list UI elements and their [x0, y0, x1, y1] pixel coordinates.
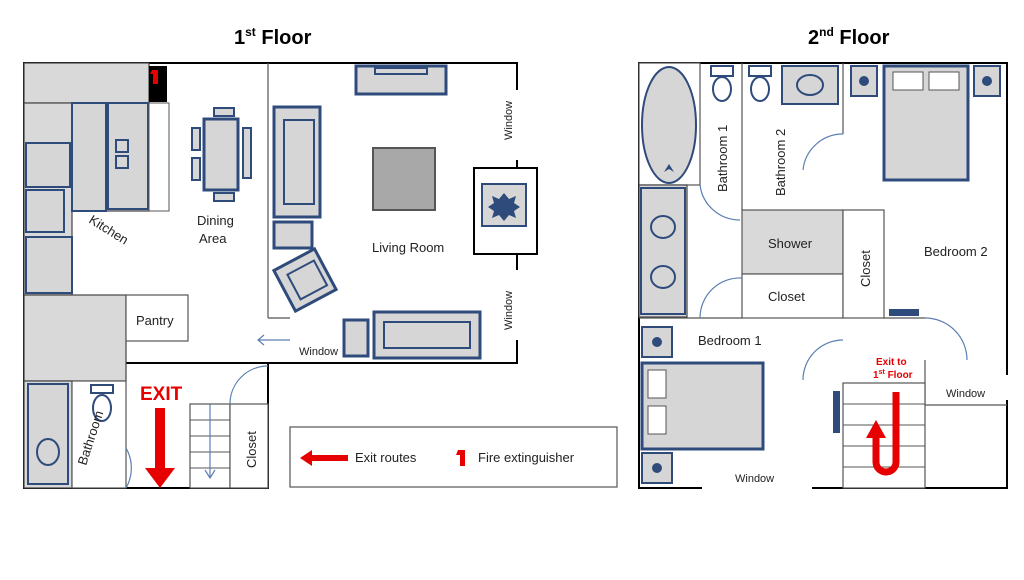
side-table [342, 318, 370, 358]
pillow [892, 71, 924, 91]
lamp [859, 76, 869, 86]
bedroom2-label: Bedroom 2 [924, 244, 988, 259]
bedroom2-dresser [889, 309, 919, 316]
exit-to-label-1: Exit to [876, 357, 907, 368]
closet-door-swing [699, 277, 743, 319]
stove [25, 142, 71, 188]
coffee-table [372, 147, 436, 211]
closet-label: Closet [244, 431, 259, 468]
dining-label-2: Area [199, 231, 227, 246]
lamp [982, 76, 992, 86]
shower-label: Shower [768, 236, 813, 251]
lamp [652, 463, 662, 473]
lamp [652, 337, 662, 347]
living-room-label: Living Room [372, 240, 444, 255]
nightstand [850, 65, 878, 97]
closet-door-swing [229, 365, 269, 405]
closet-2f-upper [842, 209, 885, 319]
toilet [92, 394, 112, 422]
refrigerator [25, 236, 73, 294]
dining-chair [191, 127, 201, 151]
legend: Exit routes Fire extinguisher [289, 426, 618, 488]
toilet-tank [748, 65, 772, 77]
pillow [647, 405, 667, 435]
vanity-sink [650, 265, 676, 289]
kitchen-counter-top [23, 62, 150, 104]
bathroom-sink [36, 438, 60, 466]
dining-table [202, 117, 240, 192]
sofa-cushion [283, 119, 315, 205]
exit-arrow-down [145, 408, 175, 488]
floor2-plan: Bathroom 1 Bathroom 2 Shower Closet Clos… [638, 62, 1008, 489]
exit-u-turn-arrowhead [866, 420, 886, 438]
legend-exit-routes: Exit routes [355, 450, 417, 465]
sink-left [115, 139, 129, 153]
toilet-tank [90, 384, 114, 394]
window-label: Window [503, 101, 515, 140]
dining-chair [242, 127, 252, 179]
window-label: Window [735, 473, 774, 485]
floor1-plan: EXIT Kitchen Dining Area Living Room Pan… [23, 62, 538, 489]
closet-label-upper: Closet [858, 250, 873, 287]
bathroom2-sink [796, 74, 824, 96]
bath2-door-swing [802, 133, 844, 171]
closet-1f [229, 403, 269, 489]
floor2-title: 2nd Floor [808, 25, 890, 49]
pillow [928, 71, 960, 91]
dining-chair [213, 107, 235, 117]
exit-route-arrow-icon [300, 450, 348, 466]
dining-chair [213, 192, 235, 202]
bedroom1-label: Bedroom 1 [698, 333, 762, 348]
double-vanity [640, 187, 686, 315]
toilet-tank [710, 65, 734, 77]
tub-drain [664, 164, 674, 172]
fire-icon [488, 193, 520, 221]
window-label: Window [503, 291, 515, 330]
pantry-label: Pantry [136, 313, 174, 328]
dining-chair [191, 157, 201, 181]
pantry [125, 294, 189, 342]
bathroom-vanity [27, 383, 69, 485]
fire-extinguisher-icon [150, 70, 158, 84]
bathroom-door-swing [125, 447, 132, 489]
bedroom1-dresser [833, 391, 840, 433]
floor1-title: 1st Floor [234, 25, 312, 49]
legend-fire-extinguisher: Fire extinguisher [478, 450, 575, 465]
pillow [647, 369, 667, 399]
fire-extinguisher-icon [456, 450, 465, 466]
exit-sign: EXIT [140, 384, 183, 405]
sink-right [115, 155, 129, 169]
window-label: Window [946, 388, 985, 400]
toilet [750, 76, 770, 102]
counter-mid [71, 102, 107, 212]
pantry-block [23, 294, 127, 382]
bedroom2-door-swing [924, 317, 968, 361]
dining-label-1: Dining [197, 213, 234, 228]
dishwasher [25, 189, 65, 233]
sofa-bottom-cushion [383, 321, 471, 349]
tv [374, 67, 428, 75]
counter-edge [148, 102, 170, 212]
nightstand [641, 452, 673, 484]
exit-to-label-2: 1st Floor [873, 369, 913, 381]
shower [741, 209, 844, 275]
stairs-arrow-head [204, 469, 216, 480]
bedroom1-door-swing [802, 339, 844, 381]
end-table [272, 220, 314, 250]
bathroom2-label: Bathroom 2 [773, 129, 788, 196]
bathtub [641, 66, 697, 184]
toilet [712, 76, 732, 102]
exit-u-turn-arrow [872, 392, 900, 476]
closet-label-lower: Closet [768, 289, 805, 304]
nightstand [973, 65, 1001, 97]
kitchen-label: Kitchen [86, 212, 131, 248]
bath1-door-swing [699, 184, 741, 221]
exit-route-hint-arrow [257, 334, 290, 346]
bathroom1-label: Bathroom 1 [715, 125, 730, 192]
vanity-sink [650, 215, 676, 239]
window-label: Window [299, 346, 338, 358]
armchair [271, 246, 339, 314]
